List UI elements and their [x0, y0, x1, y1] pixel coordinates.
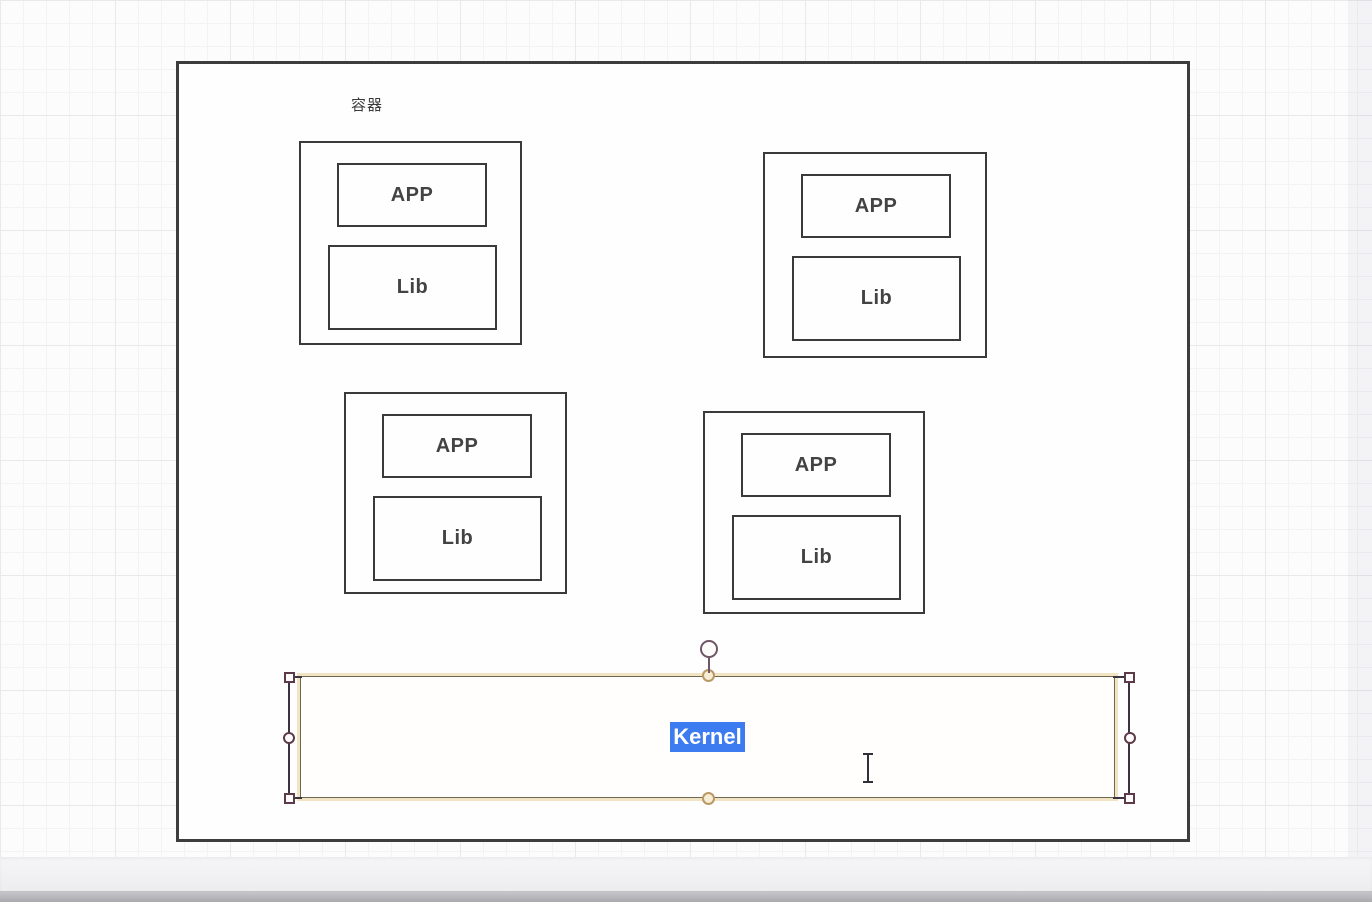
kernel-label[interactable]: Kernel: [670, 722, 745, 752]
rotate-handle-stem: [708, 658, 710, 673]
kernel-shape[interactable]: Kernel: [300, 676, 1115, 798]
container-group-2[interactable]: APP Lib: [763, 152, 987, 358]
app-label: APP: [390, 183, 434, 206]
selection-guide-stub: [1113, 676, 1125, 678]
lib-shape[interactable]: Lib: [732, 515, 901, 600]
diagram-canvas[interactable]: 容器 APP Lib APP Lib APP Lib: [0, 0, 1372, 857]
resize-handle-bottom-right[interactable]: [1124, 793, 1135, 804]
container-group-4[interactable]: APP Lib: [703, 411, 925, 614]
lib-label: Lib: [800, 546, 833, 568]
text-cursor-icon: [861, 753, 875, 783]
selection-guide-stub: [1113, 797, 1125, 799]
lib-shape[interactable]: Lib: [373, 496, 542, 581]
resize-handle-left[interactable]: [283, 732, 295, 744]
app-label: APP: [854, 194, 898, 217]
container-group-3[interactable]: APP Lib: [344, 392, 567, 594]
lib-label: Lib: [441, 527, 474, 549]
resize-handle-right[interactable]: [1124, 732, 1136, 744]
container-group-1[interactable]: APP Lib: [299, 141, 522, 345]
app-label: APP: [794, 453, 838, 476]
selection-guide-stub: [295, 797, 302, 799]
lib-label: Lib: [396, 276, 429, 298]
window-footer: [0, 857, 1372, 891]
scrollbar-track[interactable]: [1348, 0, 1372, 857]
lib-shape[interactable]: Lib: [328, 245, 497, 330]
app-shape[interactable]: APP: [741, 433, 891, 497]
app-shape[interactable]: APP: [382, 414, 532, 478]
taskbar-strip: [0, 891, 1372, 902]
resize-handle-bottom-left[interactable]: [284, 793, 295, 804]
selection-guide-stub: [295, 676, 302, 678]
lib-shape[interactable]: Lib: [792, 256, 961, 341]
rotate-handle[interactable]: [700, 640, 718, 658]
app-label: APP: [435, 434, 479, 457]
lib-label: Lib: [860, 287, 893, 309]
resize-handle-top-left[interactable]: [284, 672, 295, 683]
container-label: 容器: [351, 97, 384, 114]
app-shape[interactable]: APP: [801, 174, 951, 238]
resize-handle-top-right[interactable]: [1124, 672, 1135, 683]
app-shape[interactable]: APP: [337, 163, 487, 227]
connection-point-bottom[interactable]: [702, 792, 715, 805]
